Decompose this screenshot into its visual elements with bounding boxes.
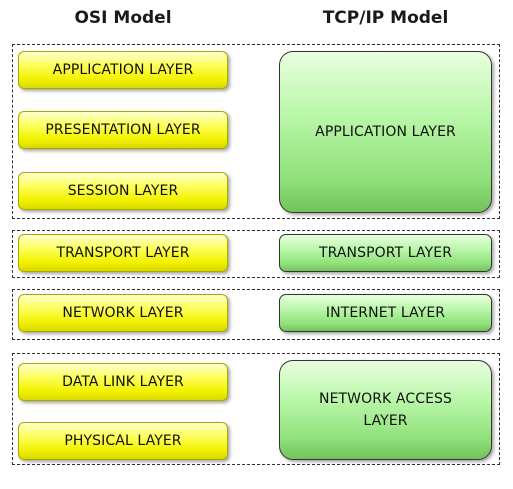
- tcpip-network-access-layer-label-line2: LAYER: [363, 413, 408, 429]
- tcpip-application-layer: APPLICATION LAYER: [279, 51, 492, 213]
- osi-presentation-layer: PRESENTATION LAYER: [18, 111, 228, 149]
- osi-presentation-layer-label: PRESENTATION LAYER: [45, 122, 201, 138]
- tcpip-internet-layer: INTERNET LAYER: [279, 294, 492, 332]
- osi-physical-layer: PHYSICAL LAYER: [18, 422, 228, 460]
- osi-application-layer: APPLICATION LAYER: [18, 51, 228, 89]
- application-group-box: [12, 44, 500, 219]
- osi-transport-layer-label: TRANSPORT LAYER: [56, 245, 190, 261]
- network-access-group-box: [12, 353, 500, 465]
- tcpip-internet-layer-label: INTERNET LAYER: [325, 305, 446, 321]
- tcpip-network-access-layer: NETWORK ACCESS LAYER: [279, 360, 492, 460]
- osi-data-link-layer: DATA LINK LAYER: [18, 363, 228, 401]
- tcpip-transport-layer-label: TRANSPORT LAYER: [318, 245, 453, 261]
- osi-network-layer: NETWORK LAYER: [18, 294, 228, 332]
- tcpip-model-heading: TCP/IP Model: [322, 8, 449, 28]
- osi-model-heading: OSI Model: [74, 8, 172, 28]
- network-group-box: [12, 289, 500, 340]
- osi-network-layer-label: NETWORK LAYER: [62, 305, 184, 321]
- tcpip-transport-layer: TRANSPORT LAYER: [279, 234, 492, 272]
- transport-group-box: [12, 230, 500, 278]
- osi-session-layer-label: SESSION LAYER: [67, 183, 179, 199]
- tcpip-network-access-layer-label-line1: NETWORK ACCESS: [319, 391, 452, 407]
- osi-data-link-layer-label: DATA LINK LAYER: [62, 374, 184, 390]
- osi-session-layer: SESSION LAYER: [18, 172, 228, 210]
- osi-physical-layer-label: PHYSICAL LAYER: [64, 433, 182, 449]
- osi-application-layer-label: APPLICATION LAYER: [52, 62, 194, 78]
- osi-transport-layer: TRANSPORT LAYER: [18, 234, 228, 272]
- tcpip-application-layer-label: APPLICATION LAYER: [315, 124, 456, 140]
